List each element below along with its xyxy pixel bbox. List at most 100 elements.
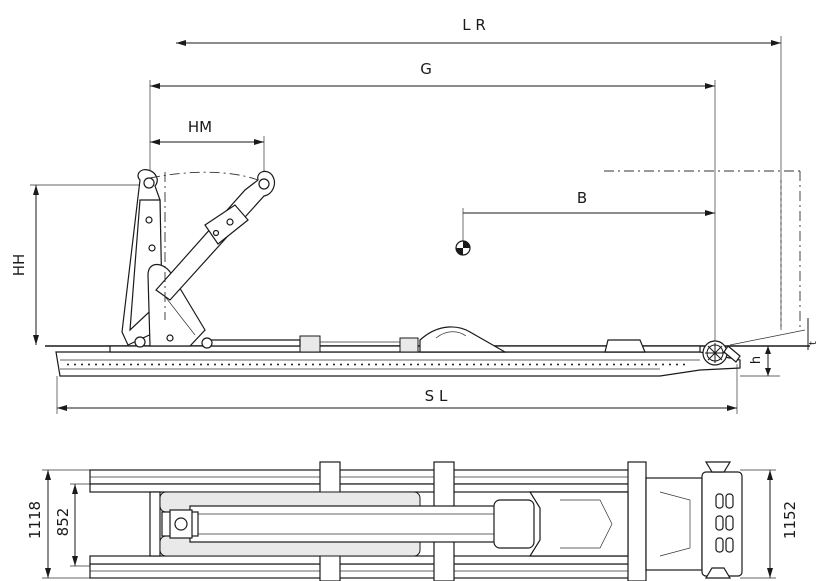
- rivet: [137, 363, 139, 366]
- rivet: [613, 363, 615, 366]
- rivet: [193, 363, 195, 366]
- rivet: [123, 363, 125, 366]
- rivet: [88, 363, 90, 366]
- rivet: [179, 363, 181, 366]
- rivet: [172, 363, 174, 366]
- rivet: [536, 363, 538, 366]
- rivet: [284, 363, 286, 366]
- dimension-outer-width: 1118: [26, 469, 92, 579]
- inner-width-label: 852: [54, 508, 72, 537]
- rivet: [627, 363, 629, 366]
- rivet: [67, 363, 69, 366]
- rivet: [221, 363, 223, 366]
- rivet: [242, 363, 244, 366]
- rivet: [683, 363, 685, 366]
- rivet: [543, 363, 545, 366]
- rivet: [158, 363, 160, 366]
- main-frame: [109, 326, 701, 353]
- rivet: [578, 363, 580, 366]
- rivet: [641, 363, 643, 366]
- rivet: [291, 363, 293, 366]
- rivet: [165, 363, 167, 366]
- rivet: [438, 363, 440, 366]
- top-rail: [89, 469, 631, 493]
- rivet: [354, 363, 356, 366]
- rivet: [473, 363, 475, 366]
- central-arm: [159, 491, 629, 557]
- rivet: [494, 363, 496, 366]
- hook-swing-arc: [149, 171, 259, 181]
- rivet: [676, 363, 678, 366]
- rivet: [214, 363, 216, 366]
- rivet: [340, 363, 342, 366]
- rear-assembly: [645, 461, 743, 579]
- rivet: [606, 363, 608, 366]
- rivet: [235, 363, 237, 366]
- rivet: [130, 363, 132, 366]
- rivet: [655, 363, 657, 366]
- rivet: [557, 363, 559, 366]
- rivet: [522, 363, 524, 366]
- rivet: [368, 363, 370, 366]
- subframe: [55, 351, 741, 377]
- dimension-inner-width: 852: [54, 483, 95, 567]
- rivet: [403, 363, 405, 366]
- rivet: [144, 363, 146, 366]
- hook-arm: [121, 169, 213, 349]
- dimension-sl: S L: [56, 364, 738, 414]
- rear-lights: [715, 493, 734, 553]
- rear-roller-icon: [702, 340, 741, 366]
- rivet: [389, 363, 391, 366]
- dimension-sl-label: S L: [425, 387, 448, 405]
- rivet: [74, 363, 76, 366]
- dimension-h-label: h: [749, 356, 764, 364]
- dimension-g-label: G: [420, 60, 432, 78]
- rivet: [431, 363, 433, 366]
- rivet: [648, 363, 650, 366]
- rivet: [109, 363, 111, 366]
- dimension-h: h: [740, 346, 780, 377]
- dimension-hh-label: HH: [10, 254, 28, 277]
- rivet: [662, 363, 664, 366]
- rivet: [200, 363, 202, 366]
- rivet: [417, 363, 419, 366]
- rivet: [312, 363, 314, 366]
- rivet: [326, 363, 328, 366]
- rivet: [515, 363, 517, 366]
- container-outline: [604, 170, 806, 346]
- rivet: [410, 363, 412, 366]
- rivet: [116, 363, 118, 366]
- jib-arm: [155, 170, 276, 301]
- rivet: [550, 363, 552, 366]
- rivet: [564, 363, 566, 366]
- rivet: [319, 363, 321, 366]
- dimension-lr-label: L R: [462, 16, 486, 34]
- dimension-lr: L R: [176, 16, 782, 330]
- center-of-gravity-icon: [455, 240, 471, 256]
- rivet: [508, 363, 510, 366]
- rivet: [228, 363, 230, 366]
- outer-width-label: 1118: [26, 501, 44, 539]
- rivet: [634, 363, 636, 366]
- rivet: [529, 363, 531, 366]
- rivet: [333, 363, 335, 366]
- rivet: [585, 363, 587, 366]
- rivet: [424, 363, 426, 366]
- rivet: [151, 363, 153, 366]
- rivet: [480, 363, 482, 366]
- rear-width-label: 1152: [781, 501, 799, 539]
- dimension-hm: HM: [150, 118, 265, 175]
- rivet: [249, 363, 251, 366]
- dimension-b-label: B: [577, 189, 587, 207]
- rivet: [487, 363, 489, 366]
- rivet: [592, 363, 594, 366]
- top-view: 1118 852 1152: [26, 461, 799, 581]
- rivet: [571, 363, 573, 366]
- rivet: [81, 363, 83, 366]
- rivet: [277, 363, 279, 366]
- rivet: [396, 363, 398, 366]
- dimension-hm-label: HM: [188, 118, 212, 136]
- rivet: [620, 363, 622, 366]
- rivet: [270, 363, 272, 366]
